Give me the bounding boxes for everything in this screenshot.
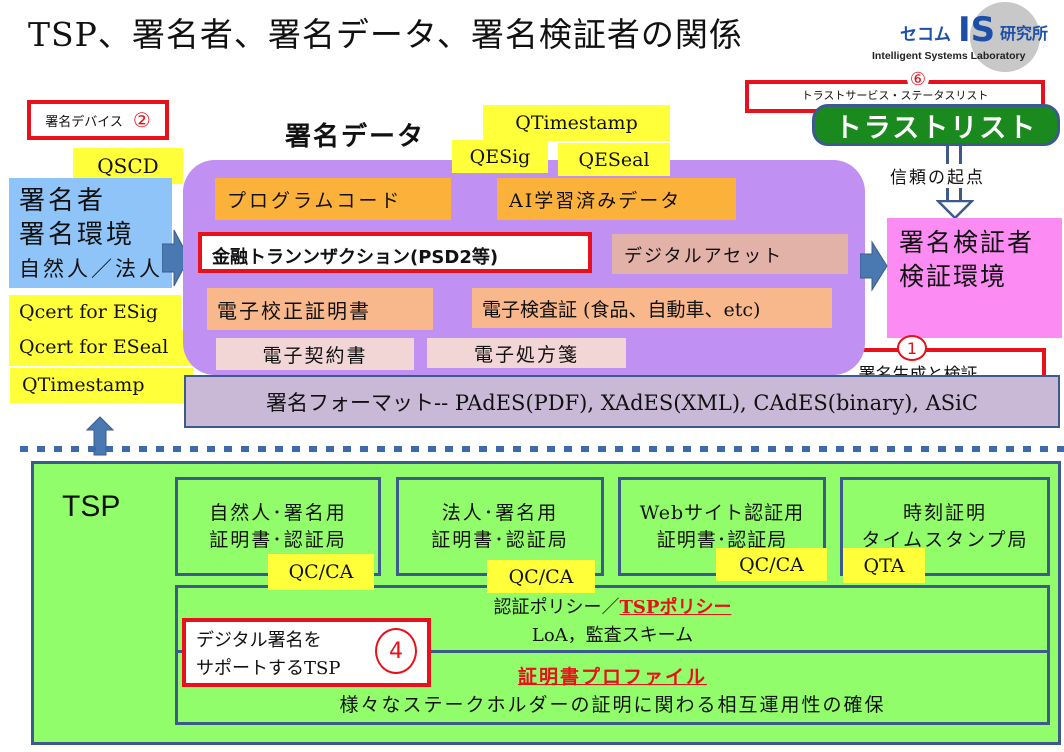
number-badge-2: ②: [132, 108, 151, 132]
policy-prefix: 認証ポリシー／: [493, 597, 620, 618]
down-arrow-icon: [936, 200, 974, 220]
profile-line2: 様々なステークホルダーの証明に関わる相互運用性の確保: [339, 694, 886, 716]
trust-list-box: トラストリスト: [812, 104, 1060, 146]
ca-line2: タイムスタンプ局: [861, 529, 1029, 551]
verifier-line1: 署名検証者: [899, 228, 1035, 257]
tsp-label: TSP: [62, 490, 121, 523]
qtimestamp-tag: QTimestamp: [10, 368, 193, 403]
number-badge-6: ⑥: [907, 68, 929, 90]
signer-line3: 自然人／法人: [19, 257, 163, 281]
e-prescription-box: 電子処方箋: [427, 338, 626, 368]
ca-line1: 法人･署名用: [441, 502, 559, 524]
qeseal-tag: QESeal: [558, 143, 670, 176]
signature-data-title: 署名データ: [285, 122, 426, 152]
verifier-box: 署名検証者 検証環境: [887, 218, 1062, 338]
ca-line2: 証明書･認証局: [656, 529, 788, 551]
digital-asset-box: デジタルアセット: [612, 234, 848, 274]
trust-status-list-label: トラストサービス・ステータスリスト: [801, 88, 989, 102]
ca-line1: Webサイト認証用: [639, 502, 805, 524]
qesig-tag: QESig: [452, 140, 548, 173]
right-arrow-icon: [162, 229, 190, 287]
program-code-box: プログラムコード: [215, 178, 451, 220]
ai-data-box: AI学習済みデータ: [497, 178, 736, 220]
logo-subtitle: Intelligent Systems Laboratory: [872, 50, 1026, 62]
logo-lab: 研究所: [1000, 24, 1049, 43]
signature-format-bar: 署名フォーマット-- PAdES(PDF), XAdES(XML), CAdES…: [184, 375, 1060, 428]
right-arrow-icon: [860, 240, 888, 292]
qcert-esig-tag: Qcert for ESig: [9, 295, 181, 333]
signer-box: 署名者 署名環境 自然人／法人: [9, 178, 172, 288]
policy-line2: LoA，監査スキーム: [531, 625, 694, 646]
verifier-line2: 検証環境: [899, 262, 1008, 291]
e-contract-box: 電子契約書: [216, 338, 414, 370]
signing-device-box: 署名デバイス ②: [27, 100, 169, 140]
number-badge-4: 4: [375, 628, 417, 674]
logo-brand: セコム: [900, 25, 951, 45]
qtimestamp-tag: QTimestamp: [483, 105, 670, 141]
ca-line2: 証明書･認証局: [209, 529, 347, 551]
signing-device-label: 署名デバイス: [45, 114, 123, 130]
logo-is: IS: [958, 10, 996, 50]
logo-circle: [970, 2, 1040, 72]
signer-line1: 署名者: [19, 186, 107, 216]
ca-line2: 証明書･認証局: [431, 529, 569, 551]
qc-ca-tag: QC/CA: [716, 548, 827, 581]
number-badge-1: 1: [897, 335, 927, 361]
qta-tag: QTA: [843, 548, 925, 583]
dotted-divider: [20, 446, 1064, 452]
tsp-policy-emphasis: TSPポリシー: [619, 597, 732, 618]
connector-lines: [946, 188, 962, 202]
finance-transaction-box: 金融トランンザクション(PSD2等): [198, 232, 592, 273]
qc-ca-tag: QC/CA: [268, 554, 374, 590]
logo: セコム IS 研究所 Intelligent Systems Laborator…: [870, 2, 1055, 72]
policy-line1: 認証ポリシー／TSPポリシー: [494, 594, 732, 622]
support-line2: サポートするTSP: [196, 658, 341, 679]
cert-profile-emphasis: 証明書プロファイル: [517, 666, 707, 688]
up-arrow-icon: [86, 416, 114, 456]
ca-line1: 時刻証明: [902, 502, 987, 524]
connector-lines: [946, 146, 962, 164]
signer-line2: 署名環境: [19, 220, 136, 250]
calibration-cert-box: 電子校正証明書: [207, 288, 433, 330]
qcert-eseal-tag: Qcert for ESeal: [9, 330, 193, 366]
ca-box-legal-person: 法人･署名用証明書･認証局: [396, 477, 604, 576]
support-line1: デジタル署名を: [196, 630, 322, 651]
qc-ca-tag: QC/CA: [487, 560, 595, 593]
inspection-cert-box: 電子検査証 (食品、自動車、etc): [472, 288, 832, 328]
slide-title: TSP、署名者、署名データ、署名検証者の関係: [28, 15, 743, 54]
trust-anchor-label: 信頼の起点: [890, 168, 985, 188]
ca-line1: 自然人･署名用: [209, 502, 347, 524]
